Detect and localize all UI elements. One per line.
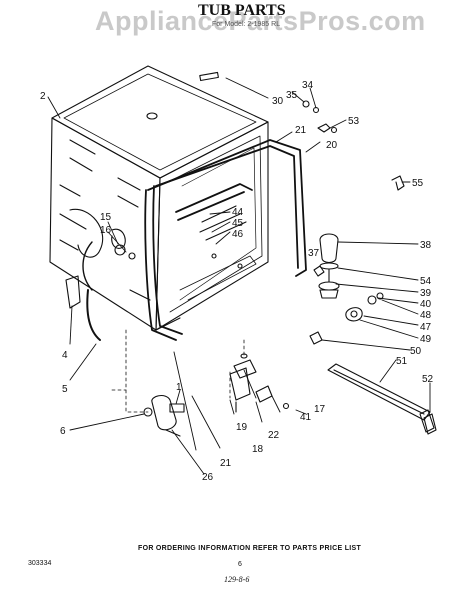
callout-30: 30 — [272, 96, 284, 107]
door-gasket — [144, 139, 307, 341]
callout-38: 38 — [420, 240, 432, 251]
callout-41: 41 — [300, 412, 312, 423]
callout-19: 19 — [236, 422, 248, 433]
dashed-guides — [111, 329, 245, 413]
callout-45: 45 — [232, 218, 244, 229]
callout-40: 40 — [420, 299, 432, 310]
rail-part — [327, 363, 435, 433]
drain-hose — [65, 241, 136, 341]
diagram-subtitle: For Model: 2-1985 RL — [212, 21, 281, 28]
callout-35: 35 — [286, 90, 298, 101]
callout-21a: 21 — [295, 125, 307, 136]
callout-26: 26 — [202, 472, 214, 483]
callout-1: 1 — [176, 382, 182, 393]
callout-22: 22 — [268, 430, 280, 441]
callout-51: 51 — [396, 356, 408, 367]
callout-4: 4 — [62, 350, 68, 361]
page-number: 6 — [238, 561, 242, 568]
screw-hardware — [302, 100, 338, 134]
callout-44: 44 — [232, 207, 244, 218]
watermark: AppliancePartsPros.com — [95, 6, 426, 36]
ordering-note: FOR ORDERING INFORMATION REFER TO PARTS … — [138, 545, 362, 552]
callout-54: 54 — [420, 276, 432, 287]
callout-47: 47 — [420, 322, 432, 333]
callout-16: 16 — [100, 225, 112, 236]
callout-20: 20 — [326, 140, 338, 151]
callout-46: 46 — [232, 229, 244, 240]
callout-2: 2 — [40, 91, 46, 102]
callout-6: 6 — [60, 426, 66, 437]
diagram-title: TUB PARTS — [198, 2, 286, 19]
vent-part — [199, 71, 219, 82]
inlet-valve — [143, 394, 185, 437]
callout-15: 15 — [100, 212, 112, 223]
callout-21b: 21 — [220, 458, 232, 469]
callout-50: 50 — [410, 346, 422, 357]
leader-lines — [47, 77, 431, 475]
callout-34: 34 — [302, 80, 314, 91]
callout-labels: 1 2 4 5 6 15 16 17 18 19 20 21 21 22 26 … — [40, 80, 434, 483]
tub-body — [49, 65, 269, 331]
callout-48: 48 — [420, 310, 432, 321]
wire-clip — [391, 175, 405, 191]
latch-part — [423, 413, 437, 435]
callout-17: 17 — [314, 404, 326, 415]
callout-37: 37 — [308, 248, 320, 259]
wash-arm-assembly — [309, 233, 384, 345]
handwritten-code: 129-8-6 — [224, 575, 250, 584]
callout-55: 55 — [412, 178, 424, 189]
callout-18: 18 — [252, 444, 264, 455]
callout-49: 49 — [420, 334, 432, 345]
float-switch — [229, 353, 290, 413]
callout-5: 5 — [62, 384, 68, 395]
document-number: 303334 — [28, 560, 52, 567]
callout-53: 53 — [348, 116, 360, 127]
callout-52: 52 — [422, 374, 434, 385]
callout-39: 39 — [420, 288, 432, 299]
